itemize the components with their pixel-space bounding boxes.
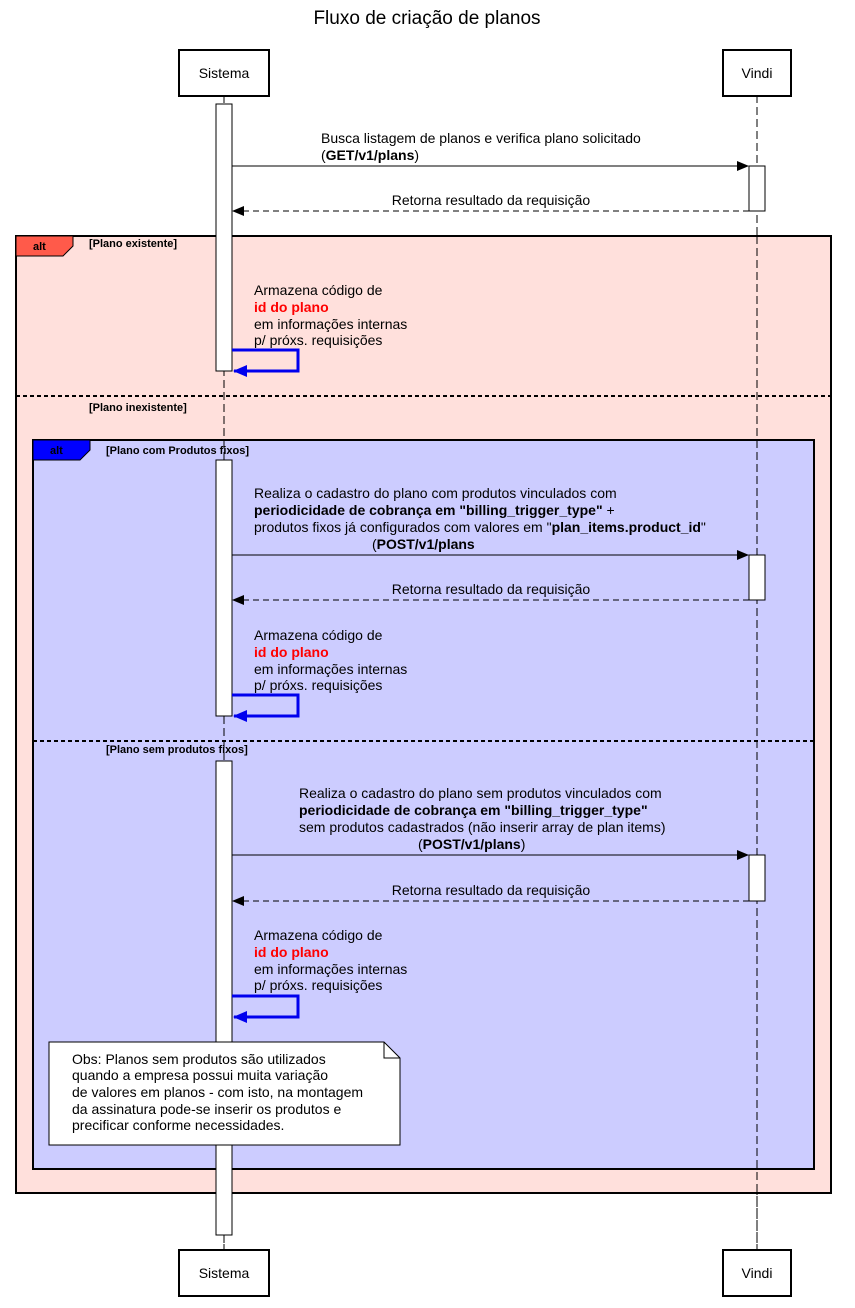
note-box: Obs: Planos sem produtos são utilizados … — [48, 1041, 401, 1146]
create-without-line4: (POST/v1/plans) — [418, 836, 525, 852]
inner-alt-tag-label: alt — [50, 445, 63, 457]
create-with-line4: (POST/v1/plans — [372, 536, 475, 552]
store-3-line2: id do plano — [254, 944, 329, 960]
create-without-line3: sem produtos cadastrados (não inserir ar… — [299, 819, 666, 835]
message-get-line1: Busca listagem de planos e verifica plan… — [321, 130, 641, 146]
store-3-line4: p/ próxs. requisições — [254, 977, 382, 993]
outer-alt-tag-label: alt — [33, 241, 46, 253]
outer-alt-tag — [15, 235, 74, 257]
note-line2: quando a empresa possui muita variação — [72, 1067, 328, 1083]
sistema-activation-3 — [215, 760, 233, 1236]
return-message-3: Retorna resultado da requisição — [232, 882, 749, 906]
vindi-activation-3 — [748, 854, 766, 902]
store-plan-id-3: Armazena código de id do plano em inform… — [232, 927, 407, 1023]
note-line1: Obs: Planos sem produtos são utilizados — [72, 1051, 326, 1067]
store-2-line1: Armazena código de — [254, 627, 383, 643]
note-line5: precificar conforme necessidades. — [72, 1117, 284, 1133]
message-create-without-products: Realiza o cadastro do plano sem produtos… — [232, 785, 749, 860]
store-2-line3: em informações internas — [254, 661, 407, 677]
create-without-line1: Realiza o cadastro do plano sem produtos… — [299, 785, 662, 801]
create-with-line1: Realiza o cadastro do plano com produtos… — [254, 485, 617, 501]
participant-sistema-bottom-label: Sistema — [199, 1265, 250, 1281]
store-3-line3: em informações internas — [254, 961, 407, 977]
message-get-plans: Busca listagem de planos e verifica plan… — [232, 130, 749, 171]
store-2-line4: p/ próxs. requisições — [254, 677, 382, 693]
store-1-line4: p/ próxs. requisições — [254, 332, 382, 348]
participant-vindi-top: Vindi — [722, 49, 792, 97]
participant-sistema-bottom: Sistema — [178, 1249, 270, 1297]
vindi-activation-2 — [748, 554, 766, 601]
self-arrow-2 — [232, 693, 300, 722]
store-1-line2: id do plano — [254, 299, 329, 315]
inner-alt-guard-2: [Plano sem produtos fixos] — [106, 744, 248, 756]
return-message-2: Retorna resultado da requisição — [232, 581, 749, 605]
note-line3: de valores em planos - com isto, na mont… — [72, 1084, 363, 1100]
create-without-line2: periodicidade de cobrança em "billing_tr… — [299, 802, 648, 818]
create-with-line3: produtos fixos já configurados com valor… — [254, 519, 706, 535]
note-line4: da assinatura pode-se inserir os produto… — [72, 1101, 341, 1117]
note-fold — [383, 1042, 400, 1059]
store-3-line1: Armazena código de — [254, 927, 383, 943]
sistema-activation-2 — [215, 459, 233, 717]
return-message-3-label: Retorna resultado da requisição — [392, 882, 591, 898]
store-1-line3: em informações internas — [254, 316, 407, 332]
outer-alt-guard-2: [Plano inexistente] — [89, 402, 187, 414]
participant-vindi-top-label: Vindi — [742, 65, 773, 81]
store-plan-id-1: Armazena código de id do plano em inform… — [232, 282, 407, 377]
diagram-title: Fluxo de criação de planos — [313, 8, 540, 29]
message-get-line2: (GET/v1/plans) — [321, 147, 419, 163]
return-message-1: Retorna resultado da requisição — [232, 192, 749, 216]
participant-vindi-bottom: Vindi — [722, 1249, 792, 1297]
inner-alt-guard-1: [Plano com Produtos fixos] — [106, 445, 249, 457]
outer-alt-guard-1: [Plano existente] — [89, 238, 177, 250]
inner-alt-tag — [32, 439, 91, 461]
sistema-activation-1 — [215, 103, 233, 372]
store-1-line1: Armazena código de — [254, 282, 383, 298]
return-message-1-label: Retorna resultado da requisição — [392, 192, 591, 208]
participant-sistema-top: Sistema — [178, 49, 270, 97]
return-message-2-label: Retorna resultado da requisição — [392, 581, 591, 597]
self-arrow-1 — [232, 348, 300, 377]
vindi-activation-1 — [748, 165, 766, 212]
note-shape — [48, 1041, 401, 1146]
message-create-with-products: Realiza o cadastro do plano com produtos… — [232, 485, 749, 560]
create-with-line2: periodicidade de cobrança em "billing_tr… — [254, 502, 615, 518]
participant-vindi-bottom-label: Vindi — [742, 1265, 773, 1281]
store-plan-id-2: Armazena código de id do plano em inform… — [232, 627, 407, 722]
participant-sistema-top-label: Sistema — [199, 65, 250, 81]
self-arrow-3 — [232, 994, 300, 1023]
store-2-line2: id do plano — [254, 644, 329, 660]
